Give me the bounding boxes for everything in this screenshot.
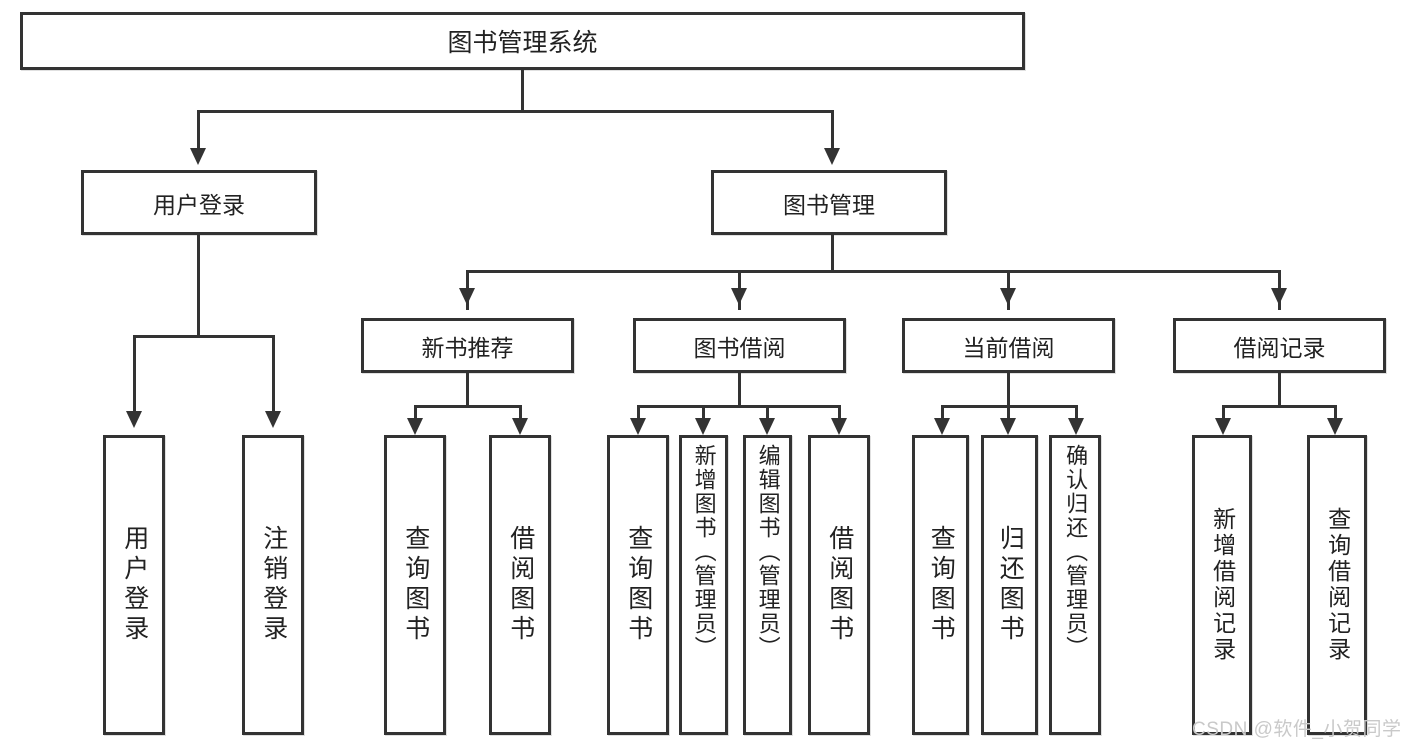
leaf-book-borrow-query-book[interactable]: 查询图书 (607, 435, 669, 735)
leaf-user-login-logout[interactable]: 注销登录 (242, 435, 304, 735)
node-label: 新书推荐 (421, 334, 514, 361)
arrow-icon-current-borrow-child-2 (1000, 418, 1016, 435)
node-label: 当前借阅 (962, 334, 1055, 361)
arrow-icon-user-login-child-2 (265, 411, 281, 428)
connector-new-book-stem (466, 373, 469, 405)
node-label: 用户登录 (120, 525, 149, 645)
connector-borrow-record-child-1 (1222, 405, 1225, 425)
csdn-watermark: CSDN @软件_小贺同学 (1192, 714, 1401, 741)
connector-current-borrow-child-2 (1007, 405, 1010, 425)
arrow-icon-book-borrow-child-3 (759, 418, 775, 435)
connector-book-borrow-child-1 (637, 405, 640, 425)
connector-borrow-record-child-2 (1334, 405, 1337, 425)
arrow-icon-book-borrow-child-1 (630, 418, 646, 435)
connector-book-borrow-child-3 (766, 405, 769, 425)
connector-borrow-record-stem (1278, 373, 1281, 405)
connector-user-login-bar (133, 335, 275, 338)
arrow-icon-book-management-child-1 (459, 288, 475, 305)
node-label: 图书借阅 (693, 334, 786, 361)
node-label: 注销登录 (259, 525, 288, 645)
node-label: 确认归还（管理员） (1063, 444, 1089, 660)
node-label: 查询图书 (624, 525, 653, 645)
connector-new-book-child-2 (519, 405, 522, 425)
arrow-icon-book-borrow-child-2 (695, 418, 711, 435)
connector-root-to-user-login (197, 110, 200, 150)
node-label: 新增借阅记录 (1209, 507, 1236, 663)
arrow-icon-book-management-child-4 (1271, 288, 1287, 305)
leaf-current-borrow-confirm-return-admin[interactable]: 确认归还（管理员） (1049, 435, 1101, 735)
leaf-new-book-query-book[interactable]: 查询图书 (384, 435, 446, 735)
leaf-user-login-login[interactable]: 用户登录 (103, 435, 165, 735)
connector-user-login-stem (197, 235, 200, 335)
arrow-icon-book-management-child-3 (1000, 288, 1016, 305)
leaf-book-borrow-borrow-book[interactable]: 借阅图书 (808, 435, 870, 735)
connector-book-borrow-stem (738, 373, 741, 405)
node-label: 新增图书（管理员） (691, 444, 717, 660)
node-label: 编辑图书（管理员） (755, 444, 781, 660)
connector-root-bar (197, 110, 834, 113)
node-label: 查询图书 (401, 525, 430, 645)
leaf-book-borrow-edit-book-admin[interactable]: 编辑图书（管理员） (743, 435, 792, 735)
arrow-icon-current-borrow-child-1 (934, 418, 950, 435)
arrow-icon-user-login-child-1 (126, 411, 142, 428)
node-book-borrow[interactable]: 图书借阅 (633, 318, 846, 373)
node-label: 归还图书 (996, 525, 1025, 645)
connector-root-to-book-management (831, 110, 834, 150)
node-label: 图书管理 (783, 191, 875, 218)
node-label: 借阅图书 (506, 525, 535, 645)
connector-new-book-child-1 (414, 405, 417, 425)
connector-user-login-child-1 (133, 335, 136, 413)
node-label: 查询图书 (927, 525, 956, 645)
connector-book-management-bar (466, 270, 1281, 273)
arrow-icon-root-to-user-login (190, 148, 206, 165)
connector-new-book-bar (414, 405, 522, 408)
node-label: 图书管理系统 (447, 29, 598, 57)
arrow-icon-book-borrow-child-4 (831, 418, 847, 435)
connector-borrow-record-bar (1222, 405, 1337, 408)
node-label: 查询借阅记录 (1324, 507, 1351, 663)
node-root-book-management-system[interactable]: 图书管理系统 (20, 12, 1025, 70)
connector-user-login-child-2 (272, 335, 275, 413)
node-label: 借阅记录 (1233, 334, 1326, 361)
watermark-text: CSDN @软件_小贺同学 (1192, 719, 1402, 740)
connector-book-borrow-bar (637, 405, 841, 408)
leaf-book-borrow-add-book-admin[interactable]: 新增图书（管理员） (679, 435, 728, 735)
node-current-borrow[interactable]: 当前借阅 (902, 318, 1115, 373)
node-new-book-recommend[interactable]: 新书推荐 (361, 318, 574, 373)
leaf-borrow-record-add-record[interactable]: 新增借阅记录 (1192, 435, 1252, 735)
connector-current-borrow-stem (1007, 373, 1010, 405)
connector-book-borrow-child-4 (838, 405, 841, 425)
arrow-icon-new-book-child-2 (512, 418, 528, 435)
connector-current-borrow-child-3 (1075, 405, 1078, 425)
connector-book-borrow-child-2 (702, 405, 705, 425)
node-book-management[interactable]: 图书管理 (711, 170, 947, 235)
arrow-icon-borrow-record-child-1 (1215, 418, 1231, 435)
arrow-icon-borrow-record-child-2 (1327, 418, 1343, 435)
arrow-icon-current-borrow-child-3 (1068, 418, 1084, 435)
arrow-icon-new-book-child-1 (407, 418, 423, 435)
leaf-borrow-record-query-record[interactable]: 查询借阅记录 (1307, 435, 1367, 735)
connector-current-borrow-child-1 (941, 405, 944, 425)
leaf-new-book-borrow-book[interactable]: 借阅图书 (489, 435, 551, 735)
connector-root-stem (521, 70, 524, 110)
node-label: 用户登录 (153, 191, 245, 218)
connector-book-management-stem (831, 235, 834, 270)
node-borrow-record[interactable]: 借阅记录 (1173, 318, 1386, 373)
node-label: 借阅图书 (825, 525, 854, 645)
node-user-login[interactable]: 用户登录 (81, 170, 317, 235)
leaf-current-borrow-query-book[interactable]: 查询图书 (912, 435, 969, 735)
arrow-icon-root-to-book-management (824, 148, 840, 165)
arrow-icon-book-management-child-2 (731, 288, 747, 305)
leaf-current-borrow-return-book[interactable]: 归还图书 (981, 435, 1038, 735)
